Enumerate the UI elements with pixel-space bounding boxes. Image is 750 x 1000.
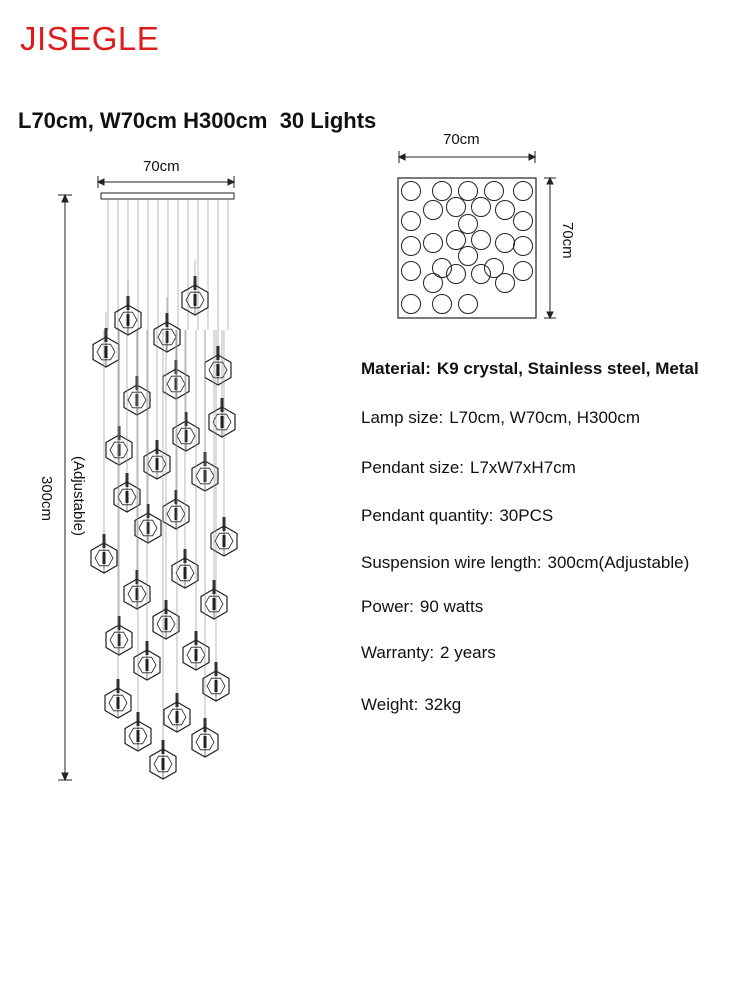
spec-warranty-value: 2 years	[440, 643, 496, 662]
crystal-pendant	[104, 330, 132, 719]
pendant-top-circle	[432, 181, 452, 201]
pendant-top-circle	[446, 197, 466, 217]
crystal-pendant	[163, 330, 191, 733]
side-width-label: 70cm	[143, 158, 180, 175]
pendant-top-circle	[513, 181, 533, 201]
spec-lamp-size-label: Lamp size:	[361, 408, 444, 427]
crystal-pendant	[152, 330, 180, 640]
side-view-diagram	[58, 176, 238, 782]
spec-pendant-size: Pendant size: L7xW7xH7cm	[361, 458, 576, 478]
pendant-top-circle	[484, 181, 504, 201]
pendant-top-circle	[423, 200, 443, 220]
pendant-top-circle	[513, 261, 533, 281]
spec-weight-label: Weight:	[361, 695, 419, 714]
pendant-top-circle	[432, 294, 452, 314]
pendant-top-circle	[446, 264, 466, 284]
pendant-top-circle	[446, 230, 466, 250]
arrow-icon	[546, 176, 554, 185]
crystal-pendant	[90, 330, 118, 574]
crystal-pendant	[172, 330, 200, 452]
pendant-top-circle	[495, 273, 515, 293]
spec-warranty-label: Warranty:	[361, 643, 435, 662]
spec-wire-length-label: Suspension wire length:	[361, 553, 542, 572]
spec-pendant-quantity-value: 30PCS	[499, 506, 554, 525]
crystal-pendant	[200, 330, 228, 620]
crystal-pendant	[204, 330, 232, 386]
canopy-top-outline	[397, 177, 537, 319]
spec-warranty: Warranty: 2 years	[361, 643, 496, 663]
pendant-top-circle	[458, 246, 478, 266]
pendant-top-circle	[458, 294, 478, 314]
spec-pendant-size-label: Pendant size:	[361, 458, 465, 477]
arrow-icon	[227, 178, 236, 186]
brand-logo: JISEGLE	[20, 20, 160, 57]
pendant-top-circle	[401, 294, 421, 314]
spec-lamp-size: Lamp size: L70cm, W70cm, H300cm	[361, 408, 640, 428]
crystal-pendant	[181, 260, 209, 316]
spec-material: Material: K9 crystal, Stainless steel, Me…	[361, 359, 699, 379]
pendant-top-circle	[471, 197, 491, 217]
crystal-pendant	[149, 330, 177, 780]
spec-pendant-quantity-label: Pendant quantity:	[361, 506, 494, 525]
crystal-pendant	[171, 330, 199, 589]
pendant-top-circle	[423, 233, 443, 253]
crystal-pendant	[210, 330, 238, 557]
pendant-top-circle	[423, 273, 443, 293]
spec-wire-length: Suspension wire length: 300cm(Adjustable)	[361, 553, 689, 573]
spec-weight-value: 32kg	[424, 695, 462, 714]
pendant-top-circle	[458, 214, 478, 234]
crystal-pendant	[114, 280, 142, 336]
top-view-diagram	[397, 151, 556, 320]
spec-material-label: Material:	[361, 359, 431, 378]
crystal-pendant	[124, 330, 152, 752]
pendant-top-circle	[458, 181, 478, 201]
spec-weight: Weight: 32kg	[361, 695, 461, 715]
top-width-label: 70cm	[443, 131, 480, 148]
arrow-icon	[61, 193, 69, 203]
spec-material-value: K9 crystal, Stainless steel, Metal	[436, 359, 699, 378]
crystal-pendant	[191, 330, 219, 758]
pendant-top-circle	[471, 264, 491, 284]
pendant-top-circle	[495, 233, 515, 253]
crystal-pendant	[113, 330, 141, 513]
pendant-top-circle	[471, 230, 491, 250]
arrow-icon	[96, 178, 105, 186]
pendant-top-circle	[432, 258, 452, 278]
arrow-icon	[397, 153, 406, 161]
pendant-top-circle	[401, 261, 421, 281]
spec-power-label: Power:	[361, 597, 414, 616]
spec-lamp-size-value: L70cm, W70cm, H300cm	[449, 408, 641, 427]
spec-power-value: 90 watts	[419, 597, 484, 616]
pendant-top-circle	[401, 236, 421, 256]
spec-pendant-size-value: L7xW7xH7cm	[470, 458, 576, 477]
arrow-icon	[61, 772, 69, 782]
crystal-pendant	[123, 330, 151, 610]
pendant-top-circle	[513, 211, 533, 231]
arrow-icon	[546, 311, 554, 320]
pendant-top-circle	[513, 236, 533, 256]
crystal-pendant	[208, 330, 236, 438]
spec-wire-length-value: 300cm(Adjustable)	[547, 553, 690, 572]
ceiling-canopy	[100, 192, 235, 200]
crystal-pendant	[134, 330, 162, 544]
spec-pendant-quantity: Pendant quantity: 30PCS	[361, 506, 553, 526]
page-title: L70cm, W70cm H300cm 30 Lights	[18, 108, 377, 133]
pendant-top-circle	[401, 211, 421, 231]
crystal-pendant	[133, 330, 161, 681]
pendant-top-circle	[495, 200, 515, 220]
crystal-pendant	[105, 330, 133, 656]
pendant-top-circle	[401, 181, 421, 201]
crystal-pendant	[202, 330, 230, 702]
arrow-icon	[528, 153, 537, 161]
spec-power: Power: 90 watts	[361, 597, 483, 617]
pendant-top-circle	[484, 258, 504, 278]
